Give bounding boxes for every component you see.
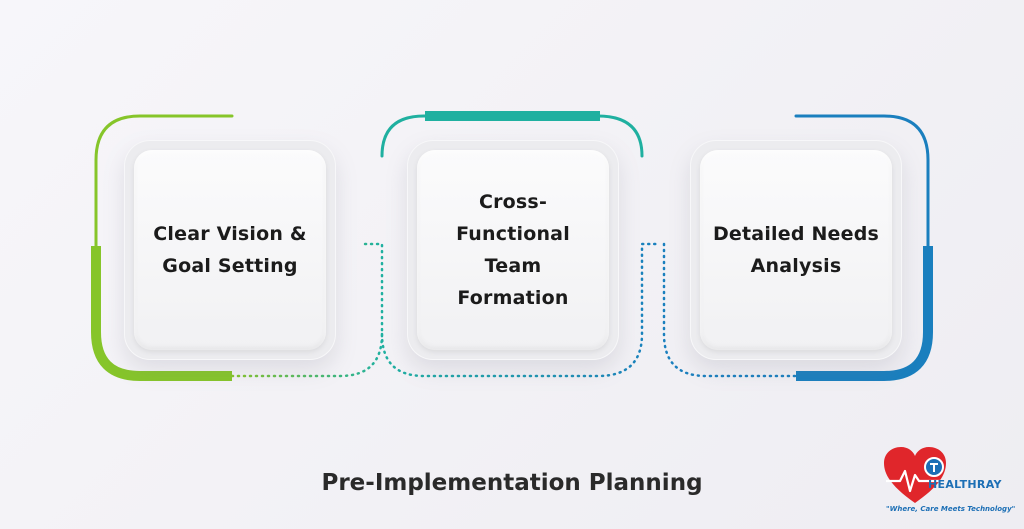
step-card-3: Detailed Needs Analysis (690, 140, 902, 360)
step-card-3-face: Detailed Needs Analysis (700, 150, 892, 350)
step-card-2-face: Cross- Functional Team Formation (417, 150, 609, 350)
page-title: Pre-Implementation Planning (321, 470, 703, 496)
dotted-connector-2-3 (662, 242, 798, 378)
healthray-logo: HEALTHRAY "Where, Care Meets Technology" (880, 445, 1020, 525)
logo-wordmark: HEALTHRAY (928, 478, 1002, 491)
heart-icon (884, 447, 946, 503)
bracket-step-1 (91, 114, 234, 381)
step-1-label: Clear Vision & Goal Setting (153, 223, 307, 277)
step-card-2: Cross- Functional Team Formation (407, 140, 619, 360)
step-3-label: Detailed Needs Analysis (712, 223, 880, 277)
step-2-label: Cross- Functional Team Formation (456, 191, 570, 309)
step-card-1-face: Clear Vision & Goal Setting (134, 150, 326, 350)
step-card-1: Clear Vision & Goal Setting (124, 140, 336, 360)
bracket-step-3 (794, 114, 933, 381)
dotted-connector-2-bottom (380, 242, 662, 378)
bracket-step-2 (380, 111, 644, 158)
logo-tagline: "Where, Care Meets Technology" (886, 505, 1016, 513)
